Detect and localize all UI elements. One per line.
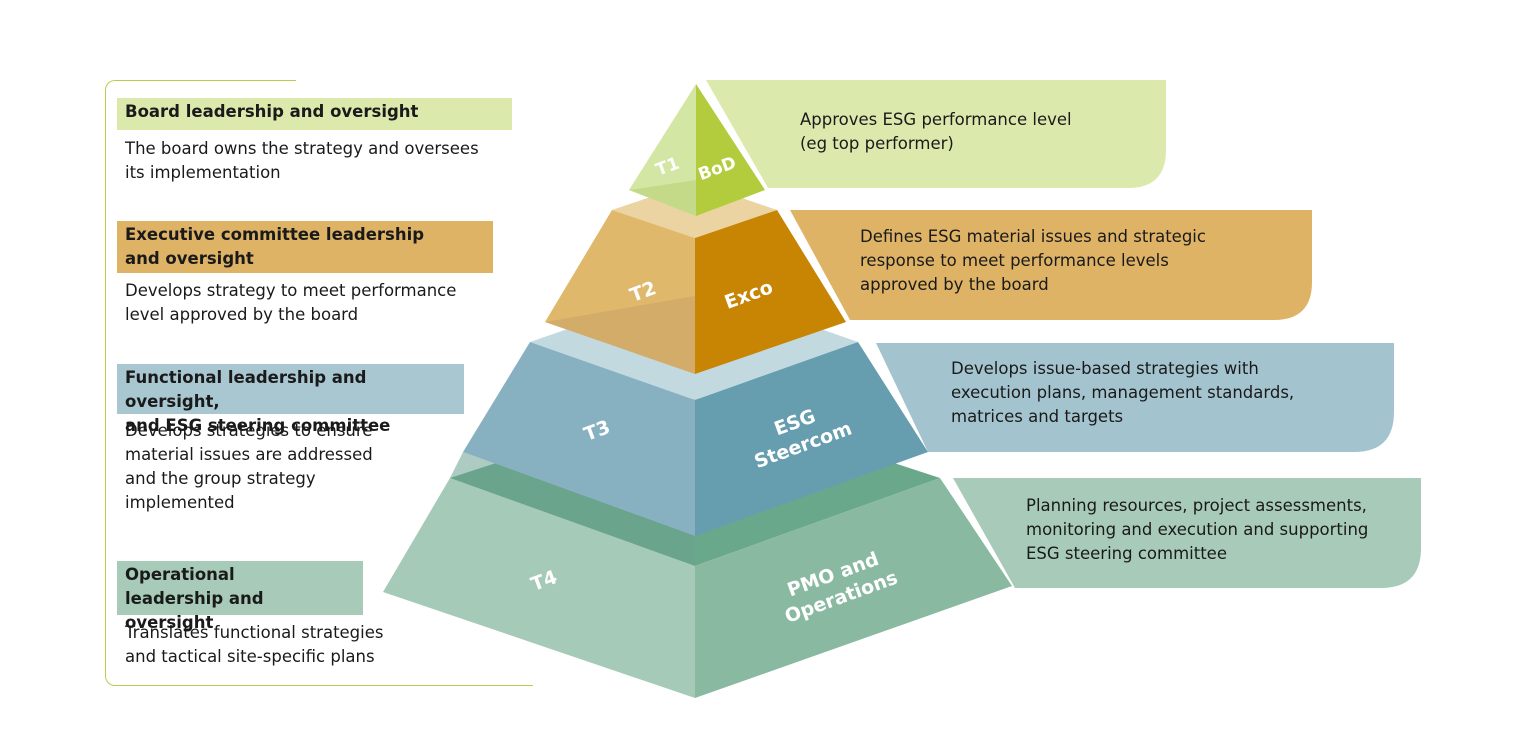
callout-shape-t3 xyxy=(876,343,1394,452)
pyramid-t3-right-face xyxy=(695,342,928,536)
pyramid-t4-right-face xyxy=(695,478,1012,698)
tier-description-functional: Develops strategies to ensure material i… xyxy=(125,421,373,512)
pyramid-t2-right-face xyxy=(695,210,846,374)
tier-heading-board: Board leadership and oversight xyxy=(117,98,512,130)
callout-shape-t2 xyxy=(790,210,1312,320)
callout-shape-t4 xyxy=(953,478,1421,588)
callout-text-t3: Develops issue-based strategies with exe… xyxy=(951,359,1295,426)
tier-heading-functional: Functional leadership and oversight, and… xyxy=(117,364,464,435)
pyramid-t1-shadow xyxy=(629,180,696,216)
pyramid-t3-left-face xyxy=(463,342,695,536)
tier-heading-exco: Executive committee leadership and overs… xyxy=(117,221,493,273)
tier-description-board: The board owns the strategy and oversees… xyxy=(125,139,479,182)
pyramid-t2-shadow xyxy=(545,296,695,374)
callout-text-t1: Approves ESG performance level (eg top p… xyxy=(800,110,1072,153)
tier-heading-operational: Operational leadership and oversight xyxy=(117,561,363,632)
tier-description-operational: Translates functional strategies and tac… xyxy=(125,623,384,666)
pyramid-t3-shadow xyxy=(450,452,695,566)
callout-shape-t1 xyxy=(706,80,1166,188)
callout-text-t2: Defines ESG material issues and strategi… xyxy=(860,227,1206,294)
pyramid-t4-left-face xyxy=(383,478,695,698)
tier-description-exco: Develops strategy to meet performance le… xyxy=(125,281,457,324)
callout-text-t4: Planning resources, project assessments,… xyxy=(1026,496,1369,563)
pyramid-t1-right-face xyxy=(696,84,765,216)
